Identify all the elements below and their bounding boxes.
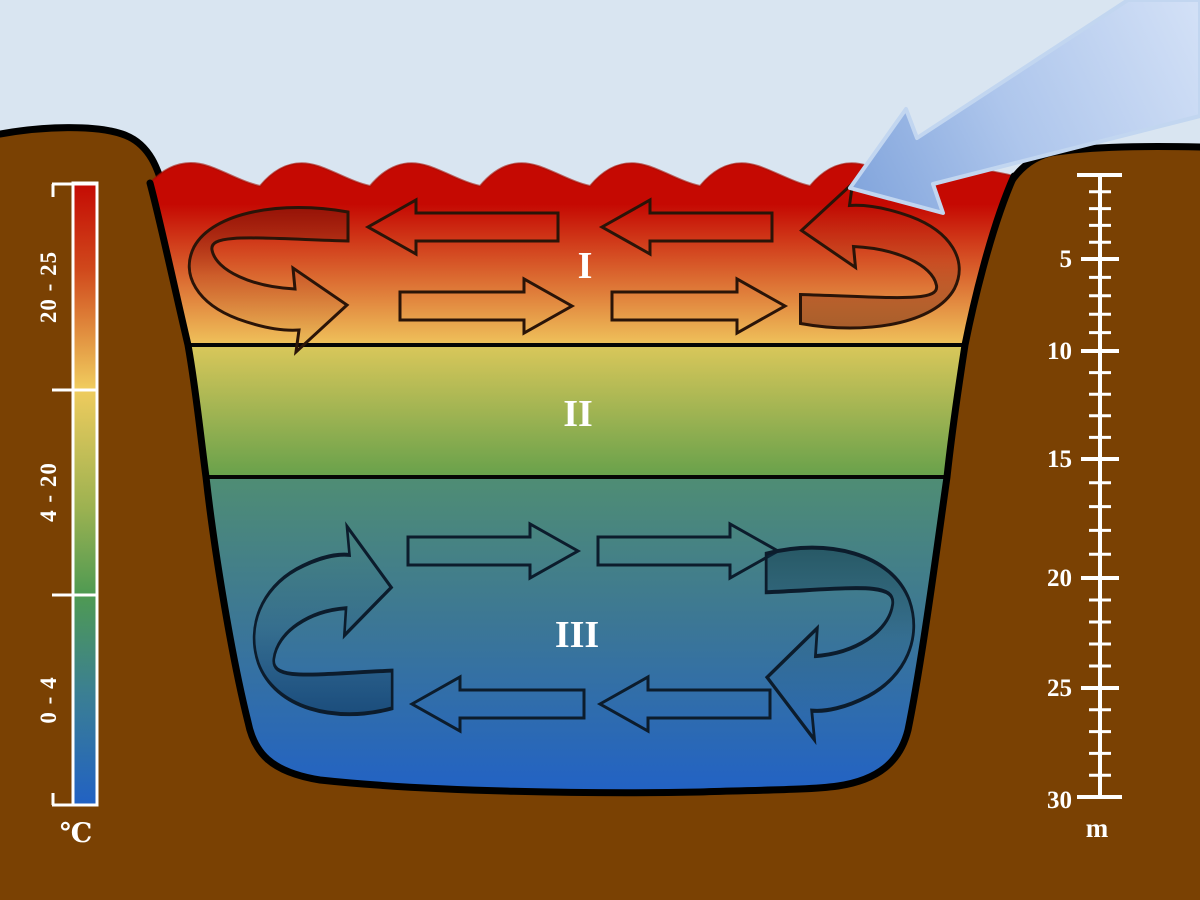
depth-tick-label: 30	[1047, 787, 1072, 814]
arrow-left-icon	[596, 674, 772, 734]
temperature-gradient-bar	[71, 181, 99, 807]
depth-tick-label: 10	[1047, 338, 1072, 365]
depth-tick-label: 15	[1047, 446, 1072, 473]
temperature-unit-label: ℃	[60, 818, 92, 848]
arrow-right-icon	[398, 276, 576, 336]
temperature-scale: 20 - 25 4 - 20 0 - 4 ℃	[36, 181, 99, 848]
layer3-circulation	[252, 521, 916, 742]
arrow-left-icon	[408, 674, 586, 734]
layer1-circulation	[187, 182, 961, 354]
temp-range-label: 0 - 4	[36, 676, 61, 723]
ground-left-edge-outline	[0, 124, 170, 202]
layer1-label: I	[578, 245, 593, 287]
arrow-right-icon	[406, 521, 582, 581]
ruler-major-ticks	[1081, 257, 1119, 690]
depth-tick-label: 20	[1047, 565, 1072, 592]
arrow-left-icon	[364, 197, 560, 257]
layer2-label: II	[563, 393, 593, 435]
temp-range-label: 4 - 20	[36, 462, 61, 522]
temp-range-label: 20 - 25	[36, 251, 61, 323]
depth-ruler	[1077, 173, 1122, 799]
lake-basin-outline	[146, 172, 1018, 797]
depth-tick-label: 25	[1047, 675, 1072, 702]
sunbeam-arrow-icon	[848, 0, 1200, 215]
arrow-right-icon	[596, 521, 782, 581]
depth-tick-label: 5	[1060, 246, 1073, 273]
arrow-left-icon	[598, 197, 774, 257]
temperature-scale-ticks	[51, 182, 97, 807]
depth-ruler-labels: 5 10 15 20 25 30 m	[1047, 246, 1109, 843]
depth-unit-label: m	[1086, 813, 1109, 843]
ruler-minor-ticks	[1089, 190, 1111, 777]
arrow-right-icon	[610, 276, 789, 336]
layer3-label: III	[555, 614, 599, 656]
